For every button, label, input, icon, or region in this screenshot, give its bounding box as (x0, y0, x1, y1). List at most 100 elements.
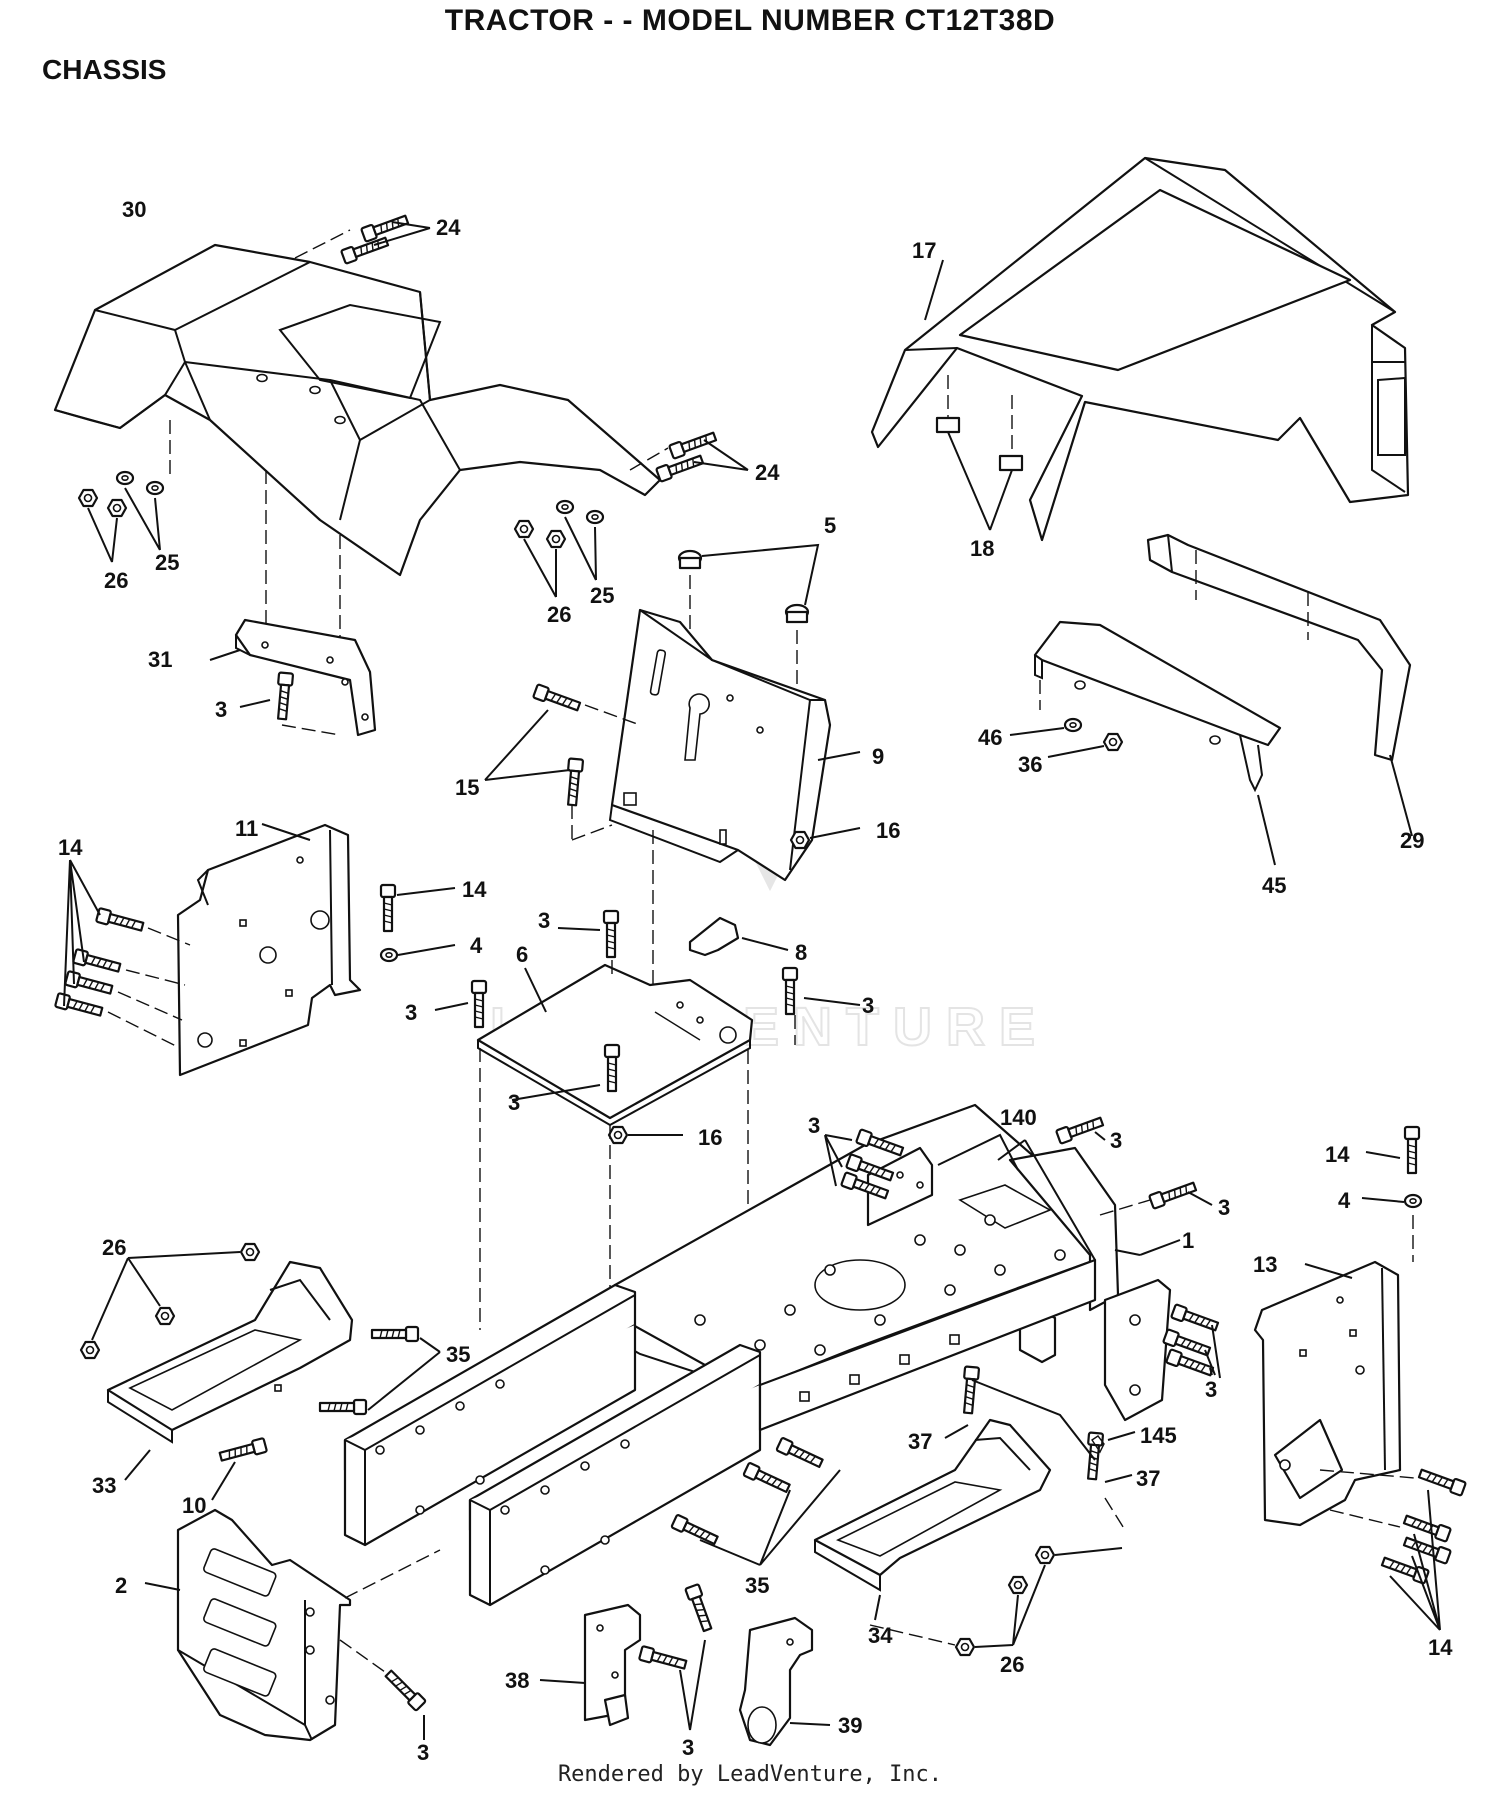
washer-25-c (555, 499, 575, 515)
callout-14-right: 14 (1325, 1142, 1350, 1167)
nut-26-a (77, 488, 99, 508)
footer-credit: Rendered by LeadVenture, Inc. (557, 1762, 943, 1787)
callout-30: 30 (122, 197, 146, 222)
callout-24-right: 24 (755, 460, 780, 485)
callout-3-bottom-center: 3 (682, 1735, 694, 1760)
callout-145: 145 (1140, 1423, 1177, 1448)
callout-39: 39 (838, 1713, 862, 1738)
callout-37-left: 37 (908, 1429, 932, 1454)
callout-24-top: 24 (436, 215, 461, 240)
callout-26-left: 26 (104, 568, 128, 593)
washer-4-a (379, 947, 399, 963)
nut-26-d (545, 529, 567, 549)
bolt-14-c (63, 969, 115, 998)
nut-26-b (106, 498, 128, 518)
nut-26-c (513, 519, 535, 539)
bolt-3-o (637, 1644, 689, 1673)
part-11-side-panel (176, 823, 362, 1077)
part-33-footrest (106, 1260, 354, 1444)
part-30-rear-fender (53, 243, 662, 577)
callout-17: 17 (912, 238, 936, 263)
bolt-14-h (1401, 1511, 1453, 1543)
callout-8: 8 (795, 940, 807, 965)
nut-26-i (1007, 1575, 1029, 1595)
part-13-side-panel (1253, 1260, 1402, 1527)
callout-25-left: 25 (155, 550, 179, 575)
callout-3-plate-top: 3 (538, 908, 550, 933)
callout-16-plate: 16 (698, 1125, 722, 1150)
bolt-14-f (1403, 1125, 1421, 1175)
callout-9: 9 (872, 744, 884, 769)
callout-26-footrest-right: 26 (1000, 1652, 1024, 1677)
bolt-35-b (318, 1398, 368, 1416)
callout-3-bracket-140: 3 (1205, 1377, 1217, 1402)
part-140-bracket-a (866, 1146, 934, 1227)
callout-3-front-bracket: 3 (417, 1740, 429, 1765)
callout-3-frame-right: 3 (1218, 1195, 1230, 1220)
washer-25-a (115, 470, 135, 486)
bolt-10 (217, 1436, 269, 1465)
callout-3-plate-left: 3 (405, 1000, 417, 1025)
part-17-hood (870, 156, 1410, 542)
callout-3-plate-bottom: 3 (508, 1090, 520, 1115)
callout-16-dash: 16 (876, 818, 900, 843)
grommet-5-b (784, 603, 810, 624)
bolt-14-b (71, 947, 123, 976)
bolt-3-d (603, 1043, 621, 1093)
callout-1: 1 (1182, 1228, 1194, 1253)
part-31-bracket (234, 618, 377, 737)
nut-26-e (239, 1242, 261, 1262)
bolt-3-i (1054, 1113, 1106, 1145)
washer-25-b (145, 480, 165, 496)
callout-140: 140 (1000, 1105, 1037, 1130)
bolt-3-n (382, 1667, 428, 1713)
callout-25-mid: 25 (590, 583, 614, 608)
callout-34: 34 (868, 1623, 893, 1648)
callout-14-left: 14 (58, 835, 83, 860)
washer-4-b (1403, 1193, 1423, 1209)
callout-35-center: 35 (745, 1573, 769, 1598)
callout-45: 45 (1262, 873, 1286, 898)
bolt-3-e (781, 966, 799, 1016)
section-title: CHASSIS (42, 54, 167, 85)
callout-14-bottom: 14 (1428, 1635, 1453, 1660)
callout-36: 36 (1018, 752, 1042, 777)
bolt-3-a (274, 671, 295, 721)
part-39-bracket (738, 1616, 814, 1747)
part-1-frame-body (758, 1258, 1097, 1432)
bolt-3-p (684, 1582, 716, 1634)
part-140-bracket-b (1103, 1278, 1172, 1422)
part-1-frame-rail-left (343, 1283, 637, 1547)
callout-2: 2 (115, 1573, 127, 1598)
callout-6: 6 (516, 942, 528, 967)
callout-31: 31 (148, 647, 172, 672)
bolt-14-a (94, 906, 146, 935)
bolt-35-c (775, 1436, 825, 1471)
nut-16-b (607, 1125, 629, 1145)
callout-33: 33 (92, 1473, 116, 1498)
grommet-5-a (677, 549, 703, 570)
callout-18: 18 (970, 536, 994, 561)
bolt-35-d (742, 1461, 792, 1496)
part-8-clip (688, 916, 740, 957)
callout-29: 29 (1400, 828, 1424, 853)
washer-25-d (585, 509, 605, 525)
callout-11: 11 (235, 816, 258, 841)
callout-35-left: 35 (446, 1342, 470, 1367)
bolt-35-a (370, 1325, 420, 1343)
callout-15: 15 (455, 775, 479, 800)
bolt-3-c (470, 979, 488, 1029)
callout-4-right: 4 (1338, 1188, 1351, 1213)
bolt-3-b (602, 909, 620, 959)
bolt-37-a (960, 1365, 981, 1415)
part-45-bracket (1033, 620, 1282, 793)
page-title: TRACTOR - - MODEL NUMBER CT12T38D (444, 4, 1056, 37)
bolt-3-j (1147, 1178, 1199, 1210)
callout-37-right: 37 (1136, 1466, 1160, 1491)
bolt-15-a (531, 683, 583, 715)
callout-26-mid: 26 (547, 602, 571, 627)
callout-38: 38 (505, 1668, 529, 1693)
part-34-footrest (813, 1418, 1052, 1592)
callout-26-footrest-left: 26 (102, 1235, 126, 1260)
